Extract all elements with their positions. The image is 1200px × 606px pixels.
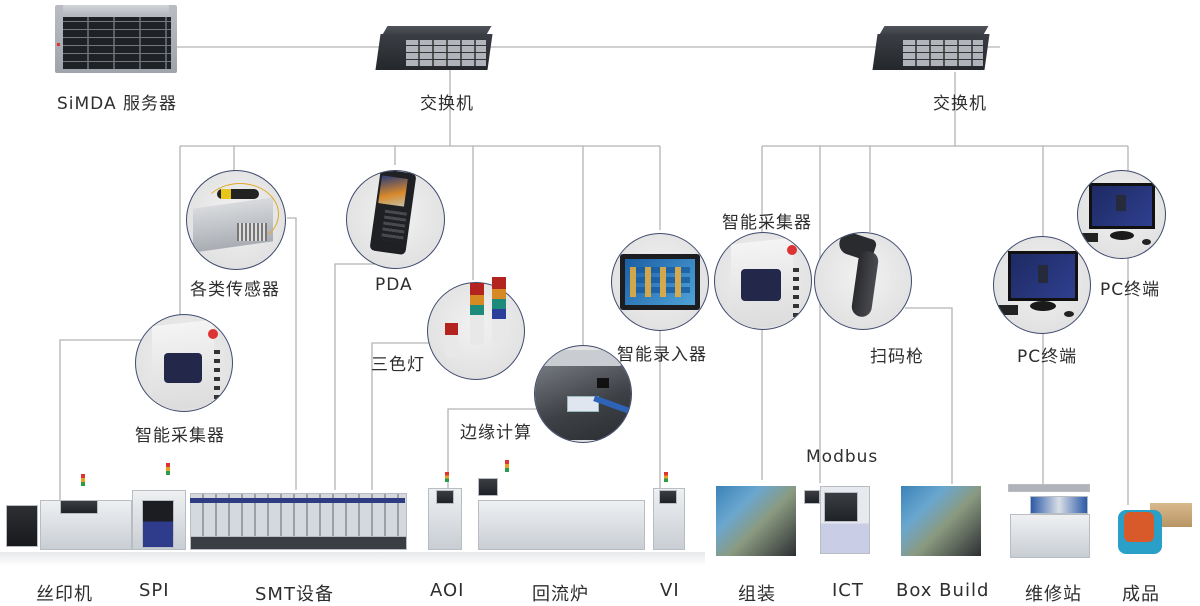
line-pda-to-smt	[334, 263, 375, 490]
sensor-label: 各类传感器	[190, 280, 280, 300]
switch-left-label: 交换机	[420, 94, 474, 114]
input-panel-label: 智能录入器	[617, 345, 707, 365]
pc-terminal-1-label: PC终端	[1017, 347, 1078, 367]
data-collector-icon	[135, 314, 233, 412]
line-to-collector-left	[59, 146, 181, 520]
visual-inspection-icon	[653, 488, 685, 550]
server-label: SiMDA 服务器	[57, 94, 178, 114]
laser-sensor-icon	[186, 170, 286, 270]
vi-label: VI	[660, 580, 680, 601]
finished-goods-label: 成品	[1122, 584, 1160, 605]
reflow-oven-icon	[478, 500, 645, 550]
network-switch-icon	[872, 26, 990, 72]
box-build-label: Box Build	[896, 580, 990, 601]
network-switch-icon	[375, 26, 493, 72]
assembly-label: 组装	[738, 584, 776, 605]
line-scanner-to-boxbuild	[905, 307, 953, 484]
collector-left-label: 智能采集器	[135, 426, 225, 446]
aoi-label: AOI	[430, 580, 465, 601]
production-floor	[0, 552, 705, 566]
reflow-oven-label: 回流炉	[532, 584, 589, 605]
collector-right-label: 智能采集器	[722, 213, 812, 233]
pc-terminal-2-label: PC终端	[1100, 280, 1161, 300]
smt-equipment-label: SMT设备	[255, 584, 334, 605]
barcode-scanner-icon	[814, 232, 912, 330]
repair-workbench-icon	[1008, 484, 1090, 492]
server-rack-icon	[55, 5, 177, 73]
touch-panel-icon	[611, 233, 709, 331]
ethernet-edge-computer-icon	[534, 345, 632, 443]
pc-monitor-icon	[1077, 170, 1166, 259]
pda-label: PDA	[375, 275, 413, 295]
ict-label: ICT	[832, 580, 864, 601]
edge-computing-label: 边缘计算	[460, 423, 532, 443]
line-lamp-to-smt	[371, 342, 432, 490]
line-edge-to-aoi	[447, 408, 540, 490]
modbus-protocol-label: Modbus	[806, 447, 879, 467]
stencil-printer-label: 丝印机	[36, 584, 93, 605]
switch-right-label: 交换机	[933, 94, 987, 114]
assembly-photo-icon	[716, 486, 796, 556]
scanner-label: 扫码枪	[870, 347, 924, 367]
line-sensor-to-smt	[287, 217, 297, 490]
box-build-photo-icon	[901, 486, 981, 556]
repair-station-label: 维修站	[1025, 584, 1082, 605]
signal-tower-label: 三色灯	[371, 355, 425, 375]
pc-monitor-icon	[993, 236, 1091, 334]
data-collector-icon	[714, 232, 812, 330]
spi-label: SPI	[139, 580, 170, 601]
signal-tower-light-icon	[445, 323, 458, 335]
pda-handheld-icon	[346, 170, 445, 269]
